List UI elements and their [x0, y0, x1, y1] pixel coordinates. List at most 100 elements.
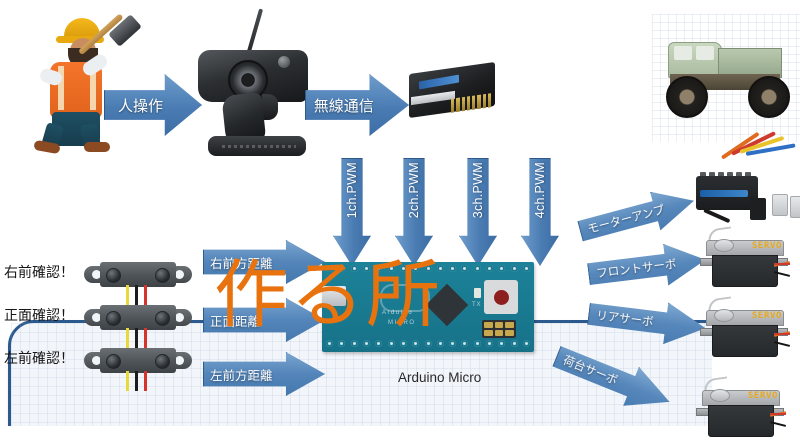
esc-connector-plug [790, 196, 800, 218]
sensor-check-text: 正面確認！ [4, 308, 74, 324]
sensor-detector-lens [155, 311, 170, 326]
board-usb-connector [322, 286, 346, 306]
esc-wire-black [703, 208, 731, 224]
transmitter-trigger [262, 94, 278, 120]
sensor-wire-black [135, 328, 138, 348]
output-arrow-rear-servo-label: リアサーボ [595, 309, 655, 329]
board-icsp-header [482, 320, 516, 338]
servo-lead-black [769, 421, 787, 427]
sensor-mount-hole [175, 356, 184, 365]
distance-arrow-right-front-label: 右前方距離 [210, 256, 273, 271]
sensor-emitter-lens [106, 311, 121, 326]
board-led [474, 288, 481, 298]
servo-case [712, 255, 778, 287]
pwm-arrow-3ch-label: 3ch.PWM [471, 162, 485, 219]
truck-wheel [666, 76, 708, 118]
board-pin-row-bottom [326, 340, 530, 349]
servo-badge: SERVO [751, 311, 782, 321]
servo-lead-wires [773, 261, 791, 277]
board-pin-row-top [326, 265, 530, 274]
distance-arrow-left-front-label: 左前方距離 [210, 368, 273, 383]
sensor-check-label-left-front: 左前確認！ [4, 348, 74, 368]
servo-lead-red [770, 413, 786, 415]
sensor-mount-hole [92, 270, 101, 279]
sensor-wire-red [144, 371, 147, 391]
reset-button-dot [493, 289, 509, 305]
truck-window [674, 46, 692, 60]
sensor-wire-yellow [126, 328, 129, 348]
arduino-board-caption: Arduino Micro [398, 370, 482, 385]
worker-vest-stripe [58, 66, 64, 110]
sensor-mount-hole [175, 270, 184, 279]
servo-output-spline [710, 389, 730, 402]
servo-lead-black [773, 271, 791, 277]
servo-lead-black [773, 341, 791, 347]
sensor-wire-red [144, 328, 147, 348]
servo-cargo-bed: SERVO [696, 376, 787, 444]
pwm-arrow-1ch-label: 1ch.PWM [345, 162, 359, 219]
worker-right-boot [84, 142, 110, 152]
sensor-emitter-lens [106, 268, 121, 283]
worker-helmet [64, 18, 100, 40]
servo-badge: SERVO [751, 241, 782, 251]
ir-distance-sensor-left-front [82, 344, 194, 394]
board-reset-button[interactable] [484, 280, 518, 314]
servo-front: SERVO [700, 226, 791, 294]
sensor-wires [126, 285, 152, 307]
truck-window [696, 46, 714, 60]
wireless-comm-arrow-label: 無線通信 [313, 97, 374, 115]
human-operation-arrow-label: 人操作 [118, 97, 164, 115]
pwm-arrow-4ch-label: 4ch.PWM [533, 162, 547, 219]
worker-vest-stripe [90, 66, 96, 110]
esc-power-switch[interactable] [750, 198, 766, 220]
servo-badge: SERVO [747, 391, 778, 401]
wireless-comm-arrow: 無線通信 [305, 74, 409, 136]
arduino-micro-board: Arduino MICRO TX RX [322, 262, 534, 352]
sensor-mount-hole [175, 313, 184, 322]
sensor-wire-black [135, 371, 138, 391]
truck-cargo-bed [718, 48, 782, 78]
sensor-wires [126, 328, 152, 350]
esc-motor-amp-icon [688, 131, 800, 232]
sensor-mount-hole [92, 313, 101, 322]
board-txrx-label: TX RX [472, 302, 494, 308]
sensor-wire-black [135, 285, 138, 305]
sensor-check-text: 左前確認！ [4, 351, 74, 367]
rc-receiver-icon [405, 61, 501, 128]
sensor-mount-hole [92, 356, 101, 365]
sensor-check-text: 右前確認！ [4, 265, 74, 281]
overlay-title-text: 作る所 [214, 252, 442, 338]
servo-lead-red [774, 333, 790, 335]
sensor-check-label-right-front: 右前確認！ [4, 262, 74, 282]
servo-lead-wires [769, 411, 787, 427]
esc-brand-band [700, 190, 748, 197]
sensor-detector-lens [155, 354, 170, 369]
rc-transmitter-icon [190, 8, 316, 160]
sensor-wire-yellow [126, 371, 129, 391]
sensor-wire-yellow [126, 285, 129, 305]
board-brand-text: Arduino [382, 310, 414, 316]
construction-worker-icon [26, 12, 142, 155]
servo-case [708, 405, 774, 437]
sensor-check-label-front: 正面確認！ [4, 305, 74, 325]
servo-output-spline [714, 239, 734, 252]
sensor-emitter-lens [106, 354, 121, 369]
distance-arrow-front-label: 正面距離 [210, 314, 261, 329]
rc-truck-icon [652, 14, 800, 142]
servo-rear: SERVO [700, 296, 791, 364]
pwm-arrow-2ch-label: 2ch.PWM [407, 162, 421, 219]
transmitter-knob [278, 56, 290, 68]
servo-output-spline [714, 309, 734, 322]
sensor-wire-red [144, 285, 147, 305]
ir-distance-sensor-front [82, 301, 194, 351]
sensor-wires [126, 371, 152, 393]
sensor-detector-lens [155, 268, 170, 283]
servo-lead-red [774, 263, 790, 265]
truck-wheel [748, 76, 790, 118]
servo-lead-wires [773, 331, 791, 347]
board-model-text: MICRO [388, 320, 416, 326]
servo-case [712, 325, 778, 357]
esc-connector-plug [772, 194, 788, 216]
ir-distance-sensor-right-front [82, 258, 194, 308]
